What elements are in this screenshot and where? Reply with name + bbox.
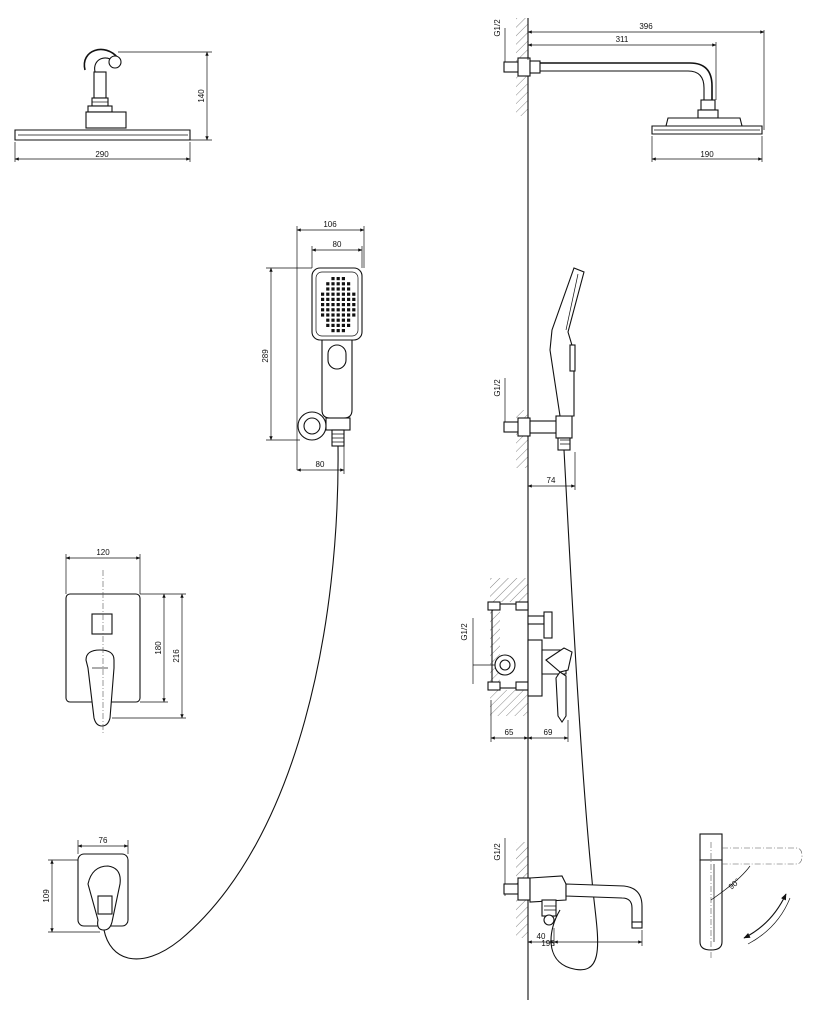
nozzle	[352, 297, 356, 301]
spout-front-height-label: 109	[42, 889, 51, 903]
nozzle	[341, 323, 345, 327]
nozzle	[336, 323, 340, 327]
mixer-width-label: 120	[96, 548, 110, 557]
nozzle	[341, 282, 345, 286]
handheld-length-label: 289	[261, 349, 270, 363]
nozzle	[336, 297, 340, 301]
nozzle	[347, 323, 351, 327]
handheld-base-label: 80	[316, 460, 325, 469]
nozzle	[341, 287, 345, 291]
nozzle	[321, 297, 325, 301]
nozzle	[321, 303, 325, 307]
nozzle	[336, 292, 340, 296]
spout-offset-label: 40	[537, 932, 546, 941]
nozzle	[347, 292, 351, 296]
nozzle	[326, 318, 330, 322]
nozzle	[341, 277, 345, 281]
nozzle	[347, 308, 351, 312]
handheld-projection-label: 74	[547, 476, 556, 485]
nozzle	[336, 303, 340, 307]
nozzle	[326, 303, 330, 307]
mixer-inner-height-label: 180	[154, 641, 163, 655]
nozzle	[326, 313, 330, 317]
shower-arm-side-view: G1/2 396 311 190	[493, 18, 765, 162]
nozzle	[347, 303, 351, 307]
nozzle	[341, 297, 345, 301]
handheld-head-width-label: 80	[333, 240, 342, 249]
nozzle	[336, 287, 340, 291]
nozzle	[336, 313, 340, 317]
nozzle	[321, 313, 325, 317]
arm-thread-label: G1/2	[493, 19, 502, 37]
nozzle	[331, 297, 335, 301]
nozzle	[341, 329, 345, 333]
spout-side-view: G1/2 40 195	[493, 838, 643, 948]
nozzle	[352, 303, 356, 307]
nozzle	[336, 282, 340, 286]
mixer-thread-label: G1/2	[460, 623, 469, 641]
nozzle	[347, 297, 351, 301]
nozzle	[341, 292, 345, 296]
nozzle	[331, 282, 335, 286]
spout-front-view: 76 109	[42, 836, 129, 933]
handheld-thread-label: G1/2	[493, 379, 502, 397]
nozzle	[336, 318, 340, 322]
spout-thread-label: G1/2	[493, 843, 502, 861]
hose-side-line	[550, 449, 599, 971]
nozzle	[336, 308, 340, 312]
handheld-overall-width-label: 106	[323, 220, 337, 229]
nozzle-grid	[321, 277, 356, 333]
nozzle	[331, 323, 335, 327]
nozzle	[341, 318, 345, 322]
nozzle	[336, 329, 340, 333]
nozzle	[331, 303, 335, 307]
mixer-depth-label: 65	[505, 728, 514, 737]
mixer-front-view: 120 180 216	[65, 548, 186, 734]
nozzle	[331, 329, 335, 333]
nozzle	[341, 303, 345, 307]
nozzle	[347, 318, 351, 322]
nozzle	[331, 277, 335, 281]
nozzle	[352, 308, 356, 312]
nozzle	[352, 292, 356, 296]
hand-shower-front-view: 106 80 289 80	[261, 220, 365, 474]
nozzle	[331, 313, 335, 317]
hand-shower-side-view: G1/2 74	[493, 267, 585, 490]
swivel-detail-view: 90°	[699, 833, 803, 958]
head-front-width-label: 290	[95, 150, 109, 159]
nozzle	[326, 282, 330, 286]
head-front-height-label: 140	[197, 89, 206, 103]
arm-total-reach-label: 396	[639, 22, 653, 31]
nozzle	[326, 287, 330, 291]
mixer-overall-height-label: 216	[172, 649, 181, 663]
nozzle	[331, 287, 335, 291]
nozzle	[326, 297, 330, 301]
shower-head-front-view: 290 140	[14, 48, 212, 162]
nozzle	[347, 313, 351, 317]
arm-head-width-label: 190	[700, 150, 714, 159]
nozzle	[326, 292, 330, 296]
nozzle	[336, 277, 340, 281]
nozzle	[347, 287, 351, 291]
arm-length-label: 311	[616, 35, 629, 44]
nozzle	[347, 282, 351, 286]
nozzle	[326, 308, 330, 312]
nozzle	[321, 308, 325, 312]
nozzle	[331, 308, 335, 312]
swivel-angle-label: 90°	[727, 877, 742, 892]
nozzle	[331, 292, 335, 296]
nozzle	[321, 292, 325, 296]
nozzle	[352, 313, 356, 317]
nozzle	[331, 318, 335, 322]
spout-reach-label: 195	[541, 939, 555, 948]
nozzle	[341, 313, 345, 317]
mixer-side-view: G1/2 65 69	[460, 578, 573, 742]
nozzle	[326, 323, 330, 327]
hose-line	[103, 445, 339, 960]
mixer-handle-label: 69	[544, 728, 553, 737]
nozzle	[341, 308, 345, 312]
spout-front-width-label: 76	[99, 836, 108, 845]
